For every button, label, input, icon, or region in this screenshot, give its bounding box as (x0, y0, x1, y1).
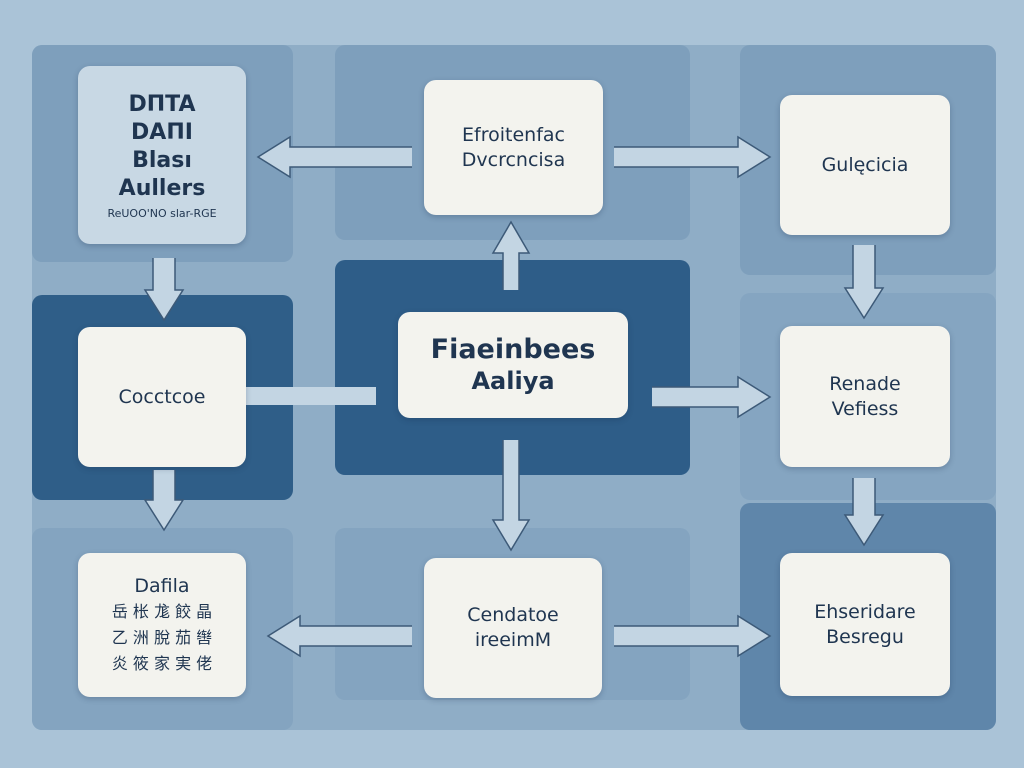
node-label: Dafila (134, 574, 190, 597)
node-label: Blası (132, 147, 192, 173)
node-bottom-center[interactable]: Cendatoe ireeimM (424, 558, 602, 698)
node-top-center[interactable]: Efroitenfac Dvcrcncisa (424, 80, 603, 215)
node-label: DΠTA (128, 91, 196, 117)
arrow-up-icon (491, 220, 531, 290)
node-label: Aullers (118, 175, 206, 201)
node-label: Gulęcicia (821, 153, 909, 176)
node-label: Efroitenfac (462, 123, 565, 146)
node-label: ireeimM (474, 629, 552, 651)
node-label: DAΠI (131, 119, 193, 145)
node-right-middle[interactable]: Renade Vefiess (780, 326, 950, 467)
arrow-right-icon (614, 614, 772, 658)
node-left-middle[interactable]: Cocctcoe (78, 327, 246, 467)
arrow-down-icon (143, 470, 185, 532)
arrow-down-icon (143, 258, 185, 322)
node-label: Besregu (826, 625, 904, 648)
node-label: 乙 洲 脫 茄 辔 (111, 627, 213, 647)
node-data-assets[interactable]: DΠTA DAΠI Blası Aullers ReUOO'NO slar-RG… (78, 66, 246, 244)
arrow-right-icon (652, 375, 772, 419)
arrow-down-icon (843, 245, 885, 320)
arrow-right-icon (614, 135, 772, 179)
node-label: Cocctcoe (118, 385, 206, 408)
node-label: Ehseridare (814, 600, 916, 623)
arrow-left-icon (266, 614, 412, 658)
node-label: Fiaeinbees (430, 334, 596, 365)
node-top-right[interactable]: Gulęcicia (780, 95, 950, 235)
node-label: Dvcrcncisa (461, 148, 566, 171)
node-label: Cendatoe (467, 604, 559, 626)
arrow-down-icon (843, 478, 885, 547)
arrow-left-icon (256, 135, 412, 179)
node-caption: ReUOO'NO slar-RGE (107, 206, 217, 220)
node-label: 岳 枨 尨 餃 晶 (111, 601, 213, 621)
node-label: Renade (829, 372, 901, 395)
node-bottom-right[interactable]: Ehseridare Besregu (780, 553, 950, 696)
node-center[interactable]: Fiaeinbees Aaliya (398, 312, 628, 418)
node-bottom-left[interactable]: Dafila 岳 枨 尨 餃 晶 乙 洲 脫 茄 辔 炎 筱 家 実 佬 (78, 553, 246, 697)
node-label: Aaliya (471, 367, 555, 395)
node-label: Vefiess (831, 397, 899, 420)
arrow-down-icon (491, 440, 531, 552)
node-label: 炎 筱 家 実 佬 (111, 653, 213, 673)
connector-bar (246, 387, 376, 405)
